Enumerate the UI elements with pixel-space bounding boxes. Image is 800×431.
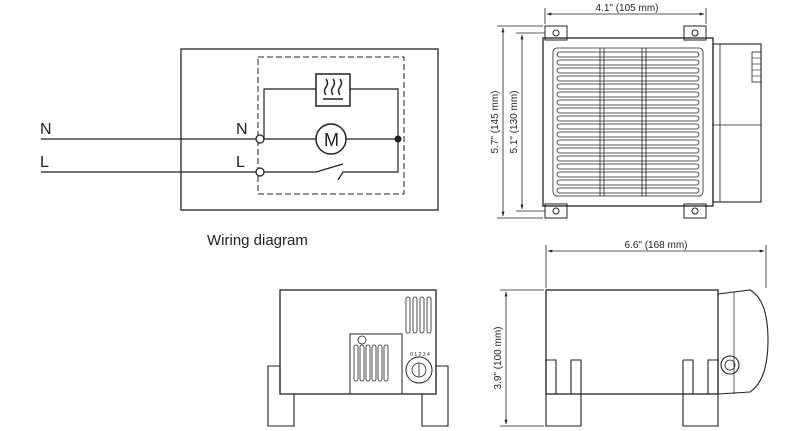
internal-dashed-boundary [257, 56, 405, 195]
dim-side-height [500, 289, 544, 427]
end-body [279, 289, 437, 395]
wiring-label-l-left: L [40, 154, 49, 171]
side-foot-left [545, 359, 582, 427]
dim-front-width [544, 8, 707, 24]
heater-wave-3 [337, 78, 343, 96]
front-grille [552, 47, 704, 197]
heater-icon [315, 73, 351, 107]
dim-side-length [545, 245, 767, 288]
wiring-label-l-right: L [236, 154, 245, 171]
heater-wave-2 [330, 78, 336, 96]
tab-bottom-right [683, 203, 707, 219]
front-side-module [712, 43, 762, 203]
side-view [545, 289, 769, 427]
front-view [542, 25, 762, 219]
end-view [267, 289, 449, 427]
dial-scale: 0 1 2 3 4 [410, 352, 430, 358]
heater-branch-wire [263, 88, 316, 139]
motor-symbol-label: M [324, 130, 339, 150]
end-front-plate [349, 333, 403, 394]
side-length-label: 6.6" (168 mm) [624, 240, 687, 251]
front-width-label: 4.1" (105 mm) [595, 3, 658, 14]
housing-outline [180, 48, 439, 211]
side-knob [720, 355, 740, 375]
dim-front-height-inner [516, 32, 545, 212]
wiring-label-n-left: N [40, 121, 52, 138]
tab-top-right [683, 25, 707, 41]
thermostat-switch-icon [315, 163, 344, 173]
wiring-diagram [41, 48, 439, 211]
side-foot-right [682, 359, 719, 427]
heater-wave-1 [323, 78, 329, 96]
terminal-l [255, 167, 265, 177]
switch-contact [337, 139, 399, 181]
side-body [545, 289, 719, 395]
front-height-outer-label: 5.7" (145 mm) [490, 90, 501, 153]
terminal-n [255, 134, 265, 144]
wiring-label-n-right: N [236, 121, 248, 138]
front-body [542, 37, 714, 207]
heater-return-wire [350, 88, 399, 139]
foot-left [267, 365, 295, 427]
front-height-inner-label: 5.1" (130 mm) [509, 90, 520, 153]
thermostat-dial [405, 356, 433, 384]
dim-front-height-outer [497, 25, 543, 219]
wiring-diagram-caption: Wiring diagram [207, 232, 308, 249]
motor-icon [315, 123, 347, 155]
side-fan-module [717, 289, 769, 395]
side-height-label: 3.9" (100 mm) [493, 326, 504, 389]
foot-right [421, 365, 449, 427]
